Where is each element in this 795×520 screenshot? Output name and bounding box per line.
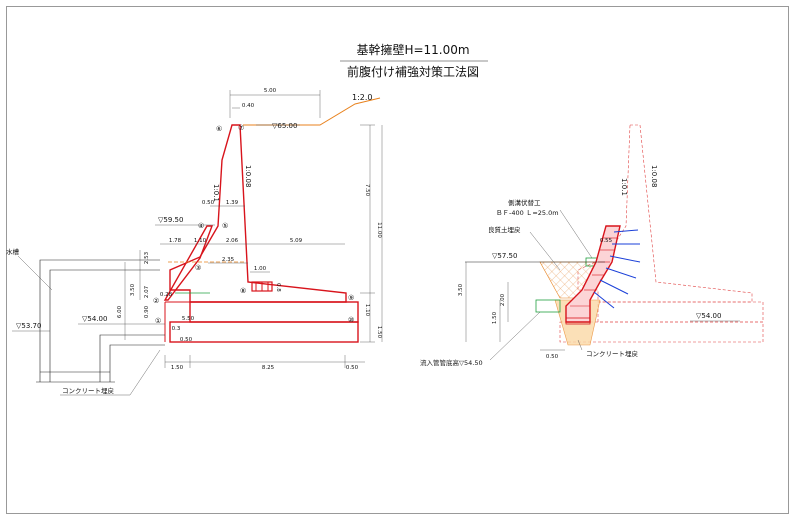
slope-label: 1:2.0 xyxy=(352,93,373,102)
marker-1: ① xyxy=(155,317,161,325)
lower-footing xyxy=(169,321,359,343)
level-base-right: ▽54.00 xyxy=(696,312,721,320)
drawing-frame xyxy=(6,6,789,514)
dim-050b: 0.50 xyxy=(180,337,193,343)
dim-090: 0.90 xyxy=(144,305,150,318)
dim-139: 1.39 xyxy=(226,200,239,206)
dim-1100: 11.00 xyxy=(376,222,382,238)
dim-110b: 1.10 xyxy=(364,304,370,317)
dim-200-right: 2.00 xyxy=(500,293,506,306)
dim-350: 3.50 xyxy=(130,283,136,296)
marker-5: ⑤ xyxy=(222,222,228,230)
dim-03: 0.3 xyxy=(172,326,181,332)
dim-150r: 1.50 xyxy=(376,326,382,339)
marker-3: ③ xyxy=(195,264,201,272)
channel-label: 水槽 xyxy=(6,247,20,256)
front-buttress xyxy=(163,225,214,301)
marker-6: ⑥ xyxy=(216,125,222,133)
marker-2: ② xyxy=(153,297,159,305)
dim-550: 5.50 xyxy=(182,316,195,322)
anchor-bars xyxy=(593,229,641,309)
wall-batter-left: 1:0.1 xyxy=(212,184,220,202)
dim-825: 8.25 xyxy=(262,365,275,371)
level-mid: ▽59.50 xyxy=(158,216,183,224)
title-line2: 前腹付け補強対策工法図 xyxy=(347,64,479,79)
marker-9: ⑨ xyxy=(348,294,354,302)
dim-253: 2.53 xyxy=(144,251,150,264)
inflow-pipe xyxy=(535,299,561,313)
level-water: ▽57.50 xyxy=(492,252,517,260)
base-footing xyxy=(189,301,359,323)
dim-207: 2.07 xyxy=(144,285,150,298)
dim-100: 1.00 xyxy=(254,266,267,272)
dim-750: 7.50 xyxy=(364,184,370,197)
level-top: ▽65.00 xyxy=(272,122,297,130)
back-batter-right: 1:0.08 xyxy=(650,165,658,187)
right-section: ▽57.50 ▽54.00 1:0.1 1:0.08 側溝伏替工 ＢＦ-400 … xyxy=(420,124,764,367)
dim-050-right: 0.50 xyxy=(546,354,559,360)
level-channel: ▽53.70 xyxy=(16,322,41,330)
pipe-label: 流入管管底高▽54.50 xyxy=(420,358,483,367)
dim-050: 0.50 xyxy=(202,200,215,206)
dim-050c: 0.50 xyxy=(346,365,359,371)
left-section: 1:2.0 水槽 ▽65.00 ▽59.50 ▽54.00 xyxy=(6,88,383,396)
concrete-label-left: コンクリート埋戻 xyxy=(62,386,115,395)
dim-509: 5.09 xyxy=(290,238,303,244)
level-base: ▽54.00 xyxy=(82,315,107,323)
soil-label: 良質土埋戻 xyxy=(488,225,521,234)
drain-title: 側溝伏替工 xyxy=(508,198,541,207)
dim-350-right: 3.50 xyxy=(458,283,464,296)
dim-08: 0.8 xyxy=(275,283,281,292)
dim-top-width: 5.00 xyxy=(264,88,277,94)
concrete-label-right: コンクリート埋戻 xyxy=(586,349,639,358)
ground-slope xyxy=(243,97,381,126)
wall-batter-right: 1:0.1 xyxy=(620,178,628,196)
dim-150: 1.50 xyxy=(171,365,184,371)
marker-10: ⑩ xyxy=(348,316,354,324)
dim-150-right: 1.50 xyxy=(492,311,498,324)
dim-055-right: 0.55 xyxy=(600,238,613,244)
marker-8: ⑧ xyxy=(240,287,246,295)
dim-206: 2.06 xyxy=(226,238,239,244)
back-batter-left: 1:0.08 xyxy=(244,165,252,187)
dim-235: 2.35 xyxy=(222,257,235,263)
dim-crest: 0.40 xyxy=(242,103,255,109)
title-block: 基幹擁壁H=11.00m 前腹付け補強対策工法図 xyxy=(340,42,488,79)
channel-structure xyxy=(39,259,160,382)
title-line1: 基幹擁壁H=11.00m xyxy=(356,42,469,57)
drain-spec: ＢＦ-400 Ｌ=25.0m xyxy=(496,209,559,217)
dim-028: 0.28 xyxy=(160,292,173,298)
retaining-wall-stem xyxy=(169,124,347,303)
marker-7: ⑦ xyxy=(238,124,244,132)
dim-110: 1.10 xyxy=(194,238,207,244)
marker-4: ④ xyxy=(198,222,204,230)
dim-600: 6.00 xyxy=(117,305,123,318)
dim-178: 1.78 xyxy=(169,238,182,244)
